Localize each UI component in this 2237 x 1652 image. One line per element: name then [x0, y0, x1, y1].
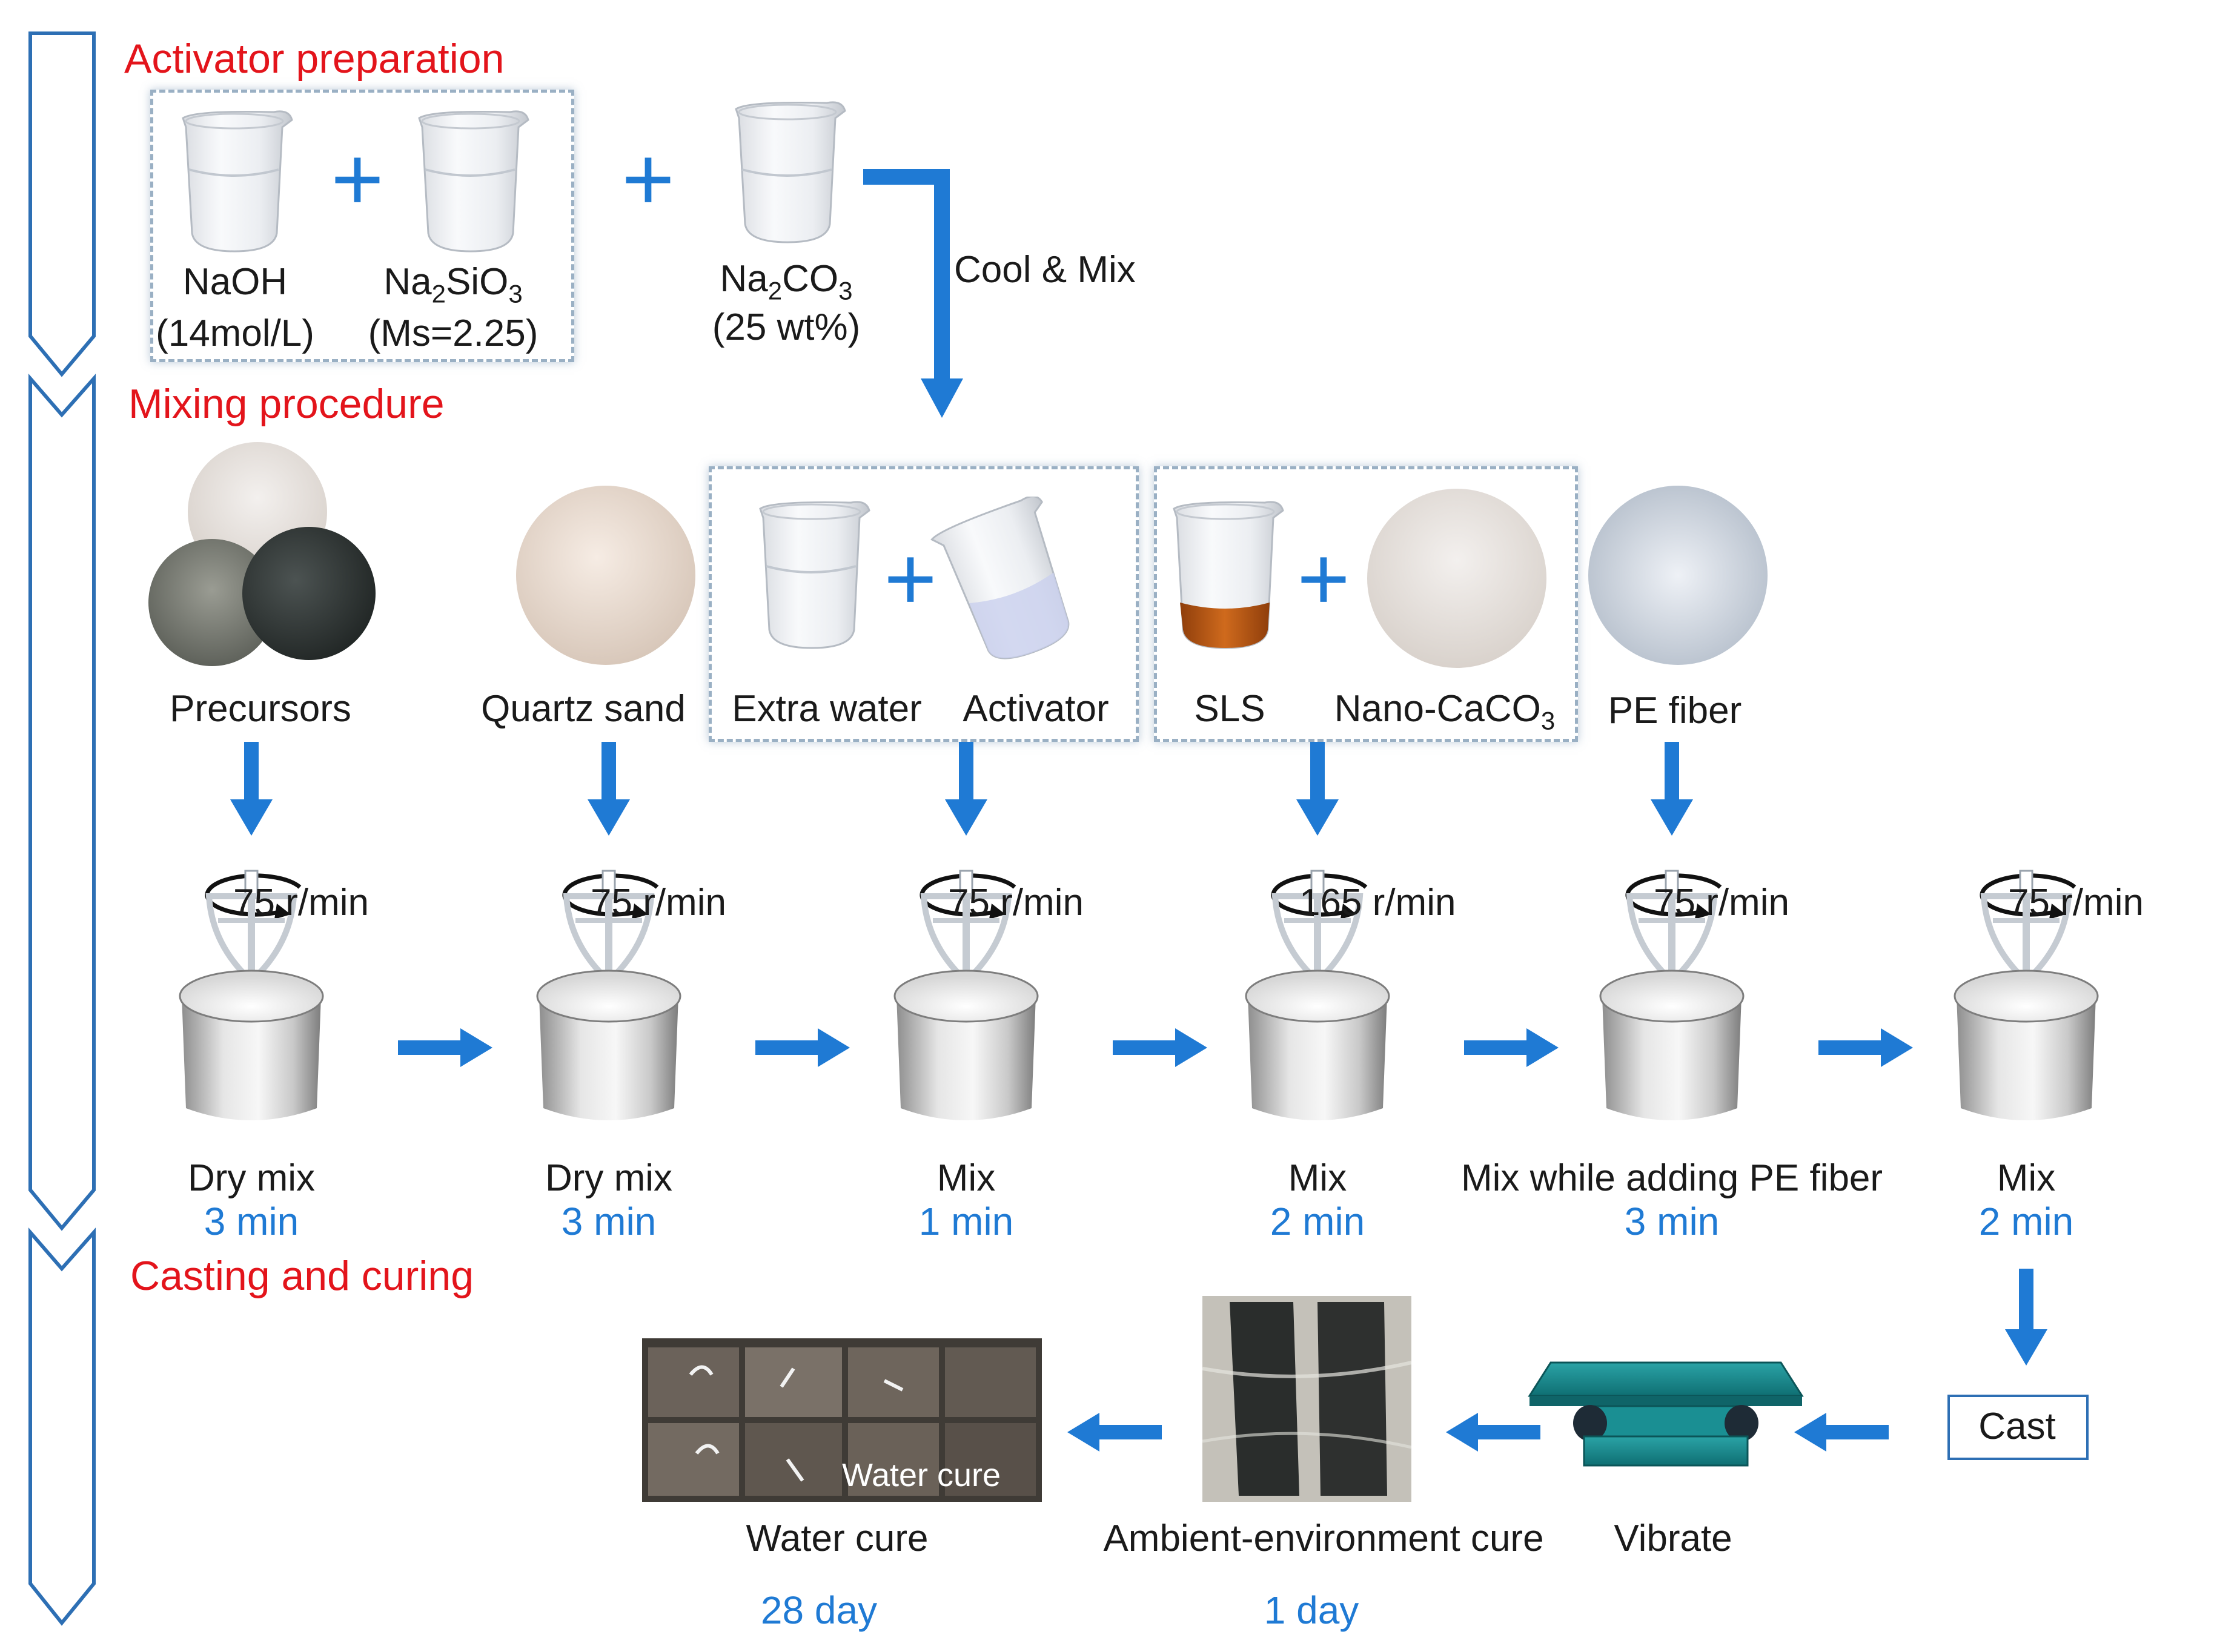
down-arrow [1651, 742, 1693, 836]
plus-sign: + [621, 128, 675, 230]
quartz-sand-label: Quartz sand [481, 688, 686, 730]
sodium-silicate-label: Na2SiO3 [383, 261, 523, 308]
activator-label: Activator [963, 688, 1109, 730]
vibration-table-icon [1528, 1361, 1804, 1467]
water-cure-photo [642, 1338, 1042, 1502]
sls-label: SLS [1194, 688, 1265, 730]
step-label: Mix while adding PE fiber [1460, 1157, 1883, 1199]
beaker-icon [759, 501, 870, 649]
vibrate-label: Vibrate [1614, 1518, 1732, 1559]
mixer-speed: 75 r/min [948, 882, 1084, 923]
flow-arrow-right [755, 1028, 850, 1067]
cast-label: Cast [1978, 1406, 2056, 1447]
naoh-concentration: (14mol/L) [156, 312, 314, 354]
mixer-icon [179, 870, 324, 1120]
chevron-casting [28, 1227, 96, 1626]
water-cure-label: Water cure [746, 1518, 929, 1559]
ambient-cure-label: Ambient-environment cure [1103, 1518, 1544, 1559]
rotation-arrow-icon [1625, 873, 1722, 917]
step-duration: 3 min [204, 1200, 299, 1243]
rotation-arrow-icon [205, 873, 302, 917]
step-label: Dry mix [187, 1157, 316, 1199]
rotation-arrow-icon [562, 873, 659, 917]
cast-box [1947, 1395, 2089, 1460]
flow-arrow-left [1446, 1413, 1540, 1452]
cool-mix-label: Cool & Mix [954, 249, 1136, 291]
mixer-icon [536, 870, 681, 1120]
chevron-activator [28, 31, 96, 377]
pe-fiber-label: PE fiber [1608, 690, 1742, 732]
precursors-label: Precursors [170, 688, 351, 730]
chevron-mixing [28, 373, 96, 1231]
liquid-group-box [709, 466, 1139, 742]
down-arrow [230, 742, 273, 836]
step-duration: 2 min [1270, 1200, 1365, 1243]
beaker-icon [182, 110, 293, 253]
ambient-cure-duration: 1 day [1264, 1588, 1359, 1632]
flow-arrow-left [1067, 1413, 1162, 1452]
mixer-icon [893, 870, 1039, 1120]
rotation-arrow-icon [920, 873, 1016, 917]
cool-mix-arrow [863, 169, 963, 418]
mixer-icon [1599, 870, 1745, 1120]
section-title-mixing: Mixing procedure [128, 381, 445, 427]
activator-group-box [150, 90, 574, 362]
sodium-carbonate-concentration: (25 wt%) [712, 306, 861, 348]
step-label: Mix [1288, 1157, 1347, 1199]
step-label: Dry mix [545, 1157, 673, 1199]
mixer-speed: 75 r/min [591, 882, 726, 923]
quartz-sand-image [515, 484, 697, 666]
water-cure-duration: 28 day [760, 1588, 878, 1632]
ambient-cure-photo [1202, 1296, 1411, 1502]
step-duration: 2 min [1978, 1200, 2074, 1243]
nano-caco3-image [1366, 487, 1548, 669]
mixer-speed: 165 r/min [1299, 882, 1456, 923]
rotation-arrow-icon [1271, 873, 1368, 917]
admixture-group-box [1154, 466, 1578, 742]
water-cure-photo-caption: Water cure [842, 1457, 1001, 1493]
nano-caco3-label: Nano-CaCO3 [1334, 688, 1556, 735]
down-arrow [588, 742, 630, 836]
step-label: Mix [1997, 1157, 2056, 1199]
rotation-arrow-icon [1980, 873, 2076, 917]
flow-arrow-right [1113, 1028, 1207, 1067]
down-arrow [2005, 1269, 2047, 1366]
sodium-carbonate-label: Na2CO3 [720, 258, 853, 305]
step-label: Mix [936, 1157, 996, 1199]
section-title-activator: Activator preparation [124, 36, 505, 82]
mixer-speed: 75 r/min [1654, 882, 1789, 923]
beaker-icon [418, 110, 529, 253]
flow-arrow-left [1794, 1413, 1889, 1452]
plus-sign: + [884, 527, 937, 629]
step-duration: 3 min [1624, 1200, 1720, 1243]
plus-sign: + [1297, 527, 1350, 629]
pe-fiber-image [1587, 484, 1769, 666]
sodium-silicate-modulus: (Ms=2.25) [368, 312, 539, 354]
mixer-icon [1954, 870, 2099, 1120]
flow-arrow-right [1818, 1028, 1913, 1067]
mixer-speed: 75 r/min [2008, 882, 2144, 923]
mixer-icon [1245, 870, 1390, 1120]
flow-arrow-right [398, 1028, 492, 1067]
step-duration: 3 min [561, 1200, 657, 1243]
extra-water-label: Extra water [732, 688, 922, 730]
mixer-speed: 75 r/min [233, 882, 369, 923]
step-duration: 1 min [918, 1200, 1014, 1243]
naoh-label: NaOH [182, 261, 288, 303]
stage-chevrons [28, 31, 96, 1626]
down-arrow [1296, 742, 1339, 836]
down-arrow [945, 742, 987, 836]
beaker-icon [1173, 501, 1284, 649]
plus-sign: + [331, 128, 384, 230]
flow-arrow-right [1464, 1028, 1559, 1067]
beaker-icon [930, 497, 1070, 659]
precursors-image [136, 439, 379, 669]
beaker-icon [735, 101, 846, 243]
section-title-casting: Casting and curing [130, 1253, 474, 1299]
